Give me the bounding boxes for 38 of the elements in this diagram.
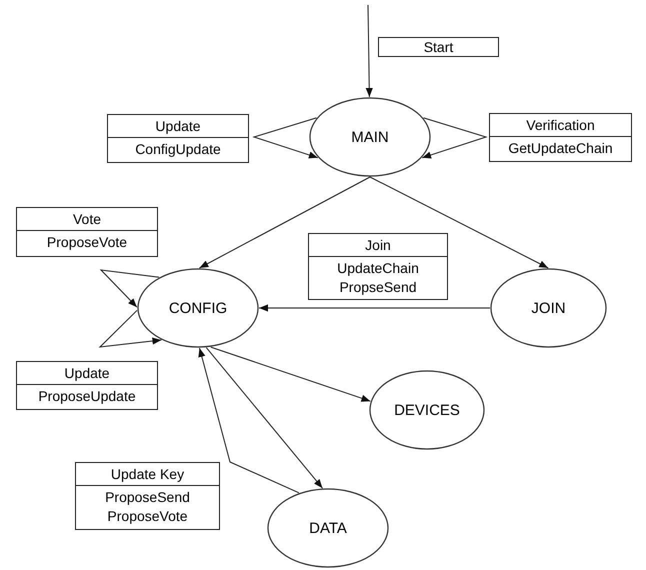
label-box [16,207,158,257]
state-name: DATA [309,520,347,536]
label-box [107,114,249,163]
box-text: UpdateChain [336,259,420,278]
arrow [198,348,300,494]
box-heading: Update Key [76,463,219,486]
label-box [75,462,220,530]
arrow [100,269,160,308]
arrow [206,347,323,489]
box-text: PropseSend [338,278,418,297]
arrow [98,310,162,348]
arrow [366,4,373,98]
box-text: Start [422,38,454,57]
box-text: ProposeSend [104,488,191,507]
box-text: ConfigUpdate [134,140,222,159]
label-box [308,233,448,300]
label-box [489,113,632,162]
box-text: ProposeVote [46,233,128,252]
state-name: JOIN [531,300,566,316]
arrow [198,176,370,268]
box-heading: Vote [17,208,157,231]
box-text: ProposeVote [106,507,189,526]
state-name: MAIN [351,128,389,146]
arrow [210,346,371,402]
label-box [378,37,499,57]
label-box [16,361,158,410]
box-heading: Join [309,234,447,257]
arrow [258,304,490,312]
arrow [252,117,318,158]
box-heading: Verification [490,114,631,137]
state-name: DEVICES [394,402,460,418]
box-text: GetUpdateChain [507,139,614,158]
state-name: CONFIG [168,300,228,316]
box-heading: Update [108,115,248,138]
arrow [422,117,488,158]
box-heading: Update [17,362,157,385]
box-text: ProposeUpdate [37,387,137,406]
arrow [370,176,549,268]
